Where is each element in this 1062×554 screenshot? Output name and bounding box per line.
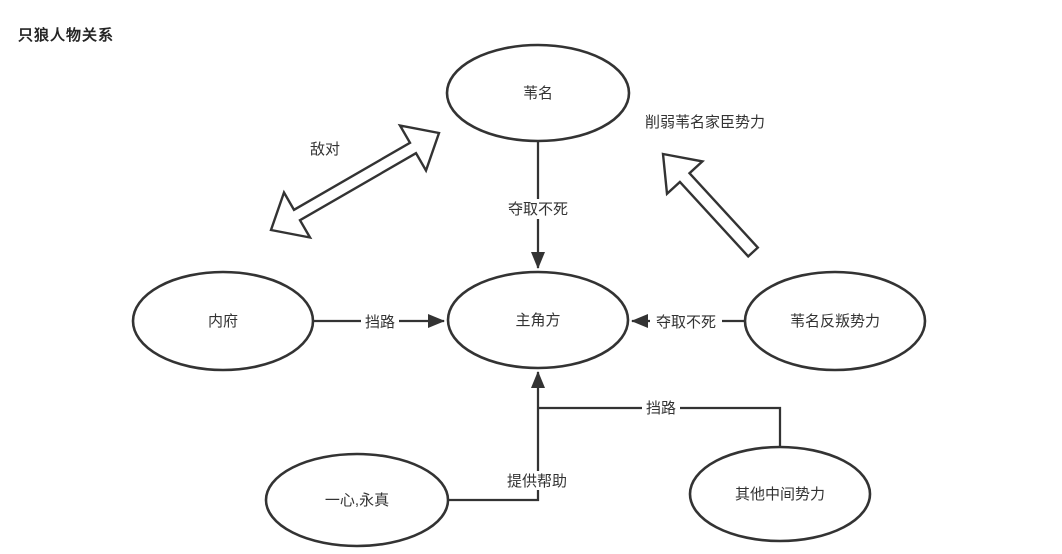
node-label-interior-ministry: 内府 [208, 313, 238, 330]
edge-hostility-double-arrow[interactable]: 敌对 [269, 123, 441, 240]
block-arrow-icon[interactable] [661, 152, 760, 259]
edge-label-hostility: 敌对 [310, 141, 340, 158]
edge-label-seize-immortality-top: 夺取不死 [508, 201, 568, 218]
node-other-neutral-forces[interactable]: 其他中间势力 [688, 445, 872, 543]
edge-ministry-to-protagonist[interactable]: 挡路 [313, 312, 445, 331]
page-title: 只狼人物关系 [18, 27, 115, 44]
node-label-protagonist: 主角方 [515, 312, 560, 329]
node-interior-ministry[interactable]: 内府 [131, 270, 315, 372]
edge-label-bg [501, 471, 573, 490]
edge-label-block-bottom: 挡路 [646, 400, 676, 417]
edge-label-weaken-retainers: 削弱苇名家臣势力 [645, 114, 765, 131]
node-label-ashina: 苇名 [523, 85, 553, 102]
edge-label-provide-help: 提供帮助 [507, 473, 567, 490]
node-label-isshin-emma: 一心,永真 [325, 491, 389, 509]
node-label-ashina-rebels: 苇名反叛势力 [790, 313, 880, 330]
double-block-arrow-icon[interactable] [269, 123, 441, 240]
edge-label-bg [502, 199, 574, 219]
edge-rebels-to-protagonist[interactable]: 夺取不死 [631, 312, 745, 331]
node-protagonist[interactable]: 主角方 [446, 270, 630, 370]
edge-others-block[interactable]: 挡路 [538, 398, 782, 447]
edge-label-seize-immortality-right: 夺取不死 [656, 314, 716, 331]
edge-label-bg [650, 312, 722, 331]
edge-isshin-to-protagonist[interactable]: 提供帮助 [448, 371, 573, 502]
edge-label-bg [642, 398, 680, 417]
edge-weaken-block-arrow[interactable]: 削弱苇名家臣势力 [645, 114, 765, 259]
node-ashina-rebels[interactable]: 苇名反叛势力 [743, 270, 927, 372]
edge-ashina-to-protagonist[interactable]: 夺取不死 [502, 141, 574, 269]
node-isshin-emma[interactable]: 一心,永真 [264, 452, 450, 548]
edge-label-block-left: 挡路 [365, 314, 395, 331]
edge-label-bg [361, 312, 399, 331]
node-label-other-neutral-forces: 其他中间势力 [735, 486, 825, 503]
node-ashina[interactable]: 苇名 [445, 43, 631, 143]
